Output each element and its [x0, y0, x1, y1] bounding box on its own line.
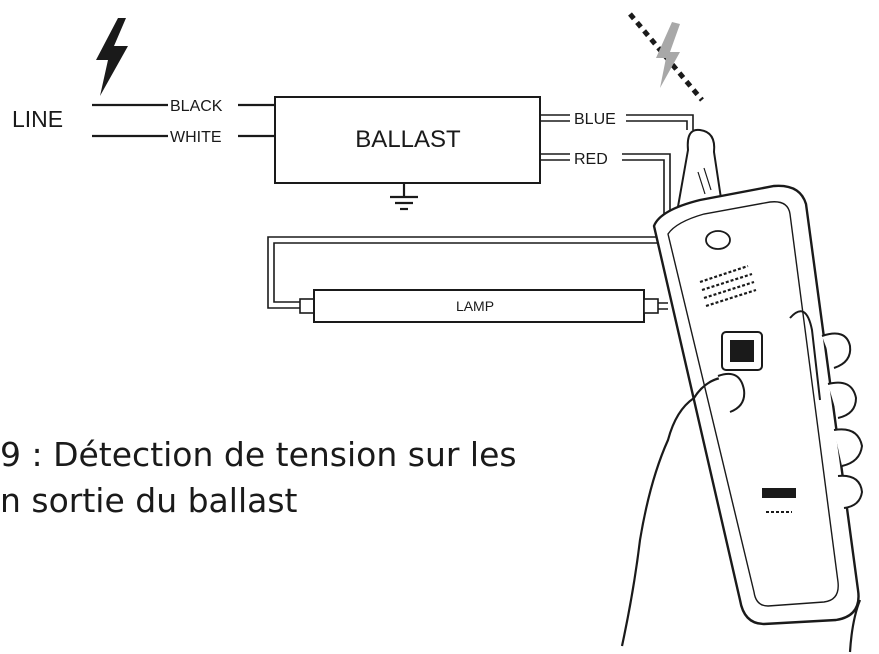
caption-line-2: n sortie du ballast: [0, 481, 298, 520]
lightning-bolt-icon: [96, 18, 128, 96]
blue-wire-label: BLUE: [574, 111, 616, 128]
voltage-tester: [652, 128, 860, 626]
figure-caption: 9 : Détection de tension sur les n sortie…: [0, 432, 517, 524]
ground-symbol-icon: [390, 183, 418, 211]
white-wire-label: WHITE: [170, 129, 222, 146]
ballast-label: BALLAST: [355, 126, 461, 153]
red-wire-end: [622, 153, 671, 222]
black-wire-label: BLACK: [170, 98, 223, 115]
red-wire-label: RED: [574, 151, 608, 168]
ballast-box: [274, 96, 541, 184]
lamp-label: LAMP: [456, 298, 494, 314]
hand-illustration: [620, 332, 864, 653]
blue-wire: [540, 114, 570, 122]
lamp-loop-wire: [267, 236, 664, 309]
dashed-lightning-icon: [628, 12, 704, 102]
lamp-tube: [299, 289, 659, 323]
blue-wire-end: [626, 114, 694, 130]
red-wire: [540, 153, 570, 161]
caption-line-1: 9 : Détection de tension sur les: [0, 435, 517, 474]
lamp-right-wire: [658, 302, 668, 310]
line-label: LINE: [12, 106, 63, 132]
